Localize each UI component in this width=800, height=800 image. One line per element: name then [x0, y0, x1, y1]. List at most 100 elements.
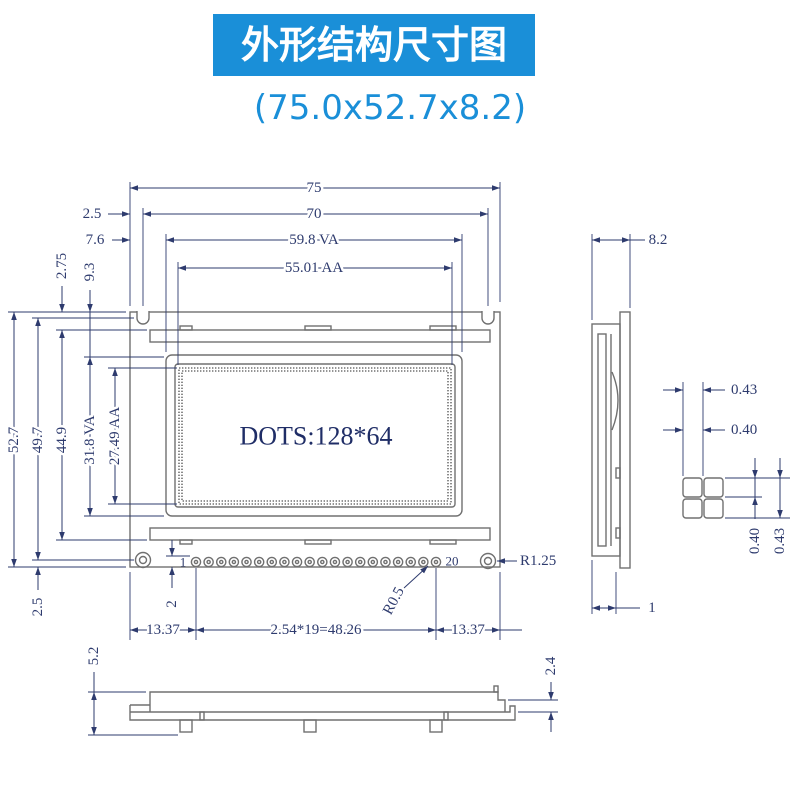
pin — [291, 556, 303, 568]
bottom-bar — [149, 527, 491, 545]
dim-label: 0.40 — [747, 528, 763, 554]
pcb-outline — [129, 311, 501, 568]
pad — [703, 498, 724, 519]
bottom-pin — [303, 719, 317, 733]
mounting-notch-top-right — [481, 311, 495, 325]
pin — [392, 556, 404, 568]
dim-label: 31.8 VA — [82, 415, 98, 465]
dim-pad-width: 0.43 — [663, 380, 760, 401]
dim-label: 5.2 — [86, 647, 102, 666]
side-view — [591, 311, 631, 569]
top-bar — [149, 325, 491, 343]
front-view: DOTS:128*64 1 20 — [129, 311, 501, 570]
dim-label: 2.75 — [54, 253, 70, 279]
dim-va-height: 31.8 VA — [80, 356, 164, 517]
dim-overall-height: 52.7 — [4, 311, 126, 568]
pin — [380, 556, 391, 568]
side-tab — [615, 467, 621, 479]
pin-last-label: 20 — [446, 554, 459, 569]
bottom-view — [129, 685, 516, 733]
dim-va-width: 59.8 VA — [165, 230, 463, 352]
module-body — [149, 691, 506, 712]
mounting-notch-top-left — [136, 311, 150, 325]
glass-panel — [597, 333, 607, 547]
dim-total-height: 5.2 — [84, 644, 178, 736]
pin — [304, 556, 315, 568]
pin — [253, 556, 265, 568]
pin — [215, 556, 227, 568]
pin — [342, 556, 353, 568]
dim-hole-offset-y: 2.5 — [28, 567, 49, 619]
title-banner: 外形结构尺寸图 — [213, 14, 535, 76]
dim-label: 0.40 — [731, 422, 757, 438]
mounting-hole-bottom-right — [479, 552, 497, 570]
pad — [703, 477, 724, 498]
dim-label: 44.9 — [54, 427, 70, 453]
side-tab — [615, 527, 621, 539]
dim-aa-width: 55.01 AA — [177, 258, 453, 365]
dim-label: R0.5 — [380, 585, 408, 618]
dim-label: 8.2 — [649, 232, 668, 248]
pin — [430, 556, 442, 568]
dim-label: 2 — [164, 600, 180, 608]
dim-label: 55.01 AA — [285, 260, 344, 276]
viewing-area-outline — [165, 354, 463, 517]
dim-label: 27.49 AA — [107, 407, 123, 466]
pin — [317, 556, 328, 568]
dim-va-offset-x: 7.6 — [83, 230, 130, 251]
dim-label: 49.7 — [30, 426, 46, 453]
pin — [418, 556, 429, 568]
active-area-outline — [178, 367, 452, 505]
dim-hole-offset-x: 2.5 — [80, 204, 130, 225]
dim-label: R1.25 — [520, 553, 556, 569]
dim-va-offset-y: 9.3 — [80, 260, 101, 357]
dim-label: 2.5 — [83, 206, 102, 222]
pin — [329, 556, 341, 568]
bottom-pin — [429, 719, 443, 733]
lcd-frame: DOTS:128*64 — [165, 354, 463, 517]
dim-label: 1 — [648, 600, 656, 616]
title-banner-background — [213, 14, 535, 76]
dim-label: 59.8 VA — [289, 232, 339, 248]
bottom-pcb — [129, 704, 516, 721]
callout-hole-radius: R1.25 — [497, 551, 559, 572]
dim-label: 9.3 — [82, 263, 98, 282]
pin — [190, 556, 202, 568]
dim-label: 2.5 — [30, 598, 46, 617]
pin — [279, 556, 290, 568]
body-tab — [493, 685, 499, 693]
dim-label: 75 — [307, 180, 322, 196]
dim-label: 52.7 — [6, 426, 22, 453]
dim-pin-height: 2.4 — [508, 654, 562, 732]
pin — [367, 556, 379, 568]
pin-first-label: 1 — [180, 555, 187, 570]
title: 外形结构尺寸图 — [241, 23, 507, 67]
frame-inner-edge — [174, 363, 456, 508]
dim-label: 13.37 — [451, 622, 485, 638]
dim-label: 7.6 — [86, 232, 105, 248]
body-clip — [443, 711, 449, 721]
dim-thickness: 8.2 — [591, 230, 670, 320]
dim-gap-height: 0.40 — [745, 458, 766, 557]
dim-label: 13.37 — [146, 622, 180, 638]
dim-bar-span-height: 44.9 — [52, 329, 147, 541]
dim-bar-offset-y: 2.75 — [52, 250, 73, 312]
dim-label: 0.43 — [731, 382, 757, 398]
dim-pad-height: 0.43 — [770, 458, 791, 557]
body-clip — [199, 711, 205, 721]
pin — [203, 556, 214, 568]
callout-pin-radius: R0.5 — [378, 565, 429, 620]
pin-detail — [682, 382, 790, 519]
dim-label: 2.54*19=48.26 — [271, 622, 362, 638]
dim-label: 70 — [307, 206, 322, 222]
dim-label: 0.43 — [772, 528, 788, 554]
backlight-bump — [611, 371, 619, 431]
dim-gap-width: 0.40 — [663, 420, 760, 441]
mounting-hole-bottom-left — [134, 551, 152, 569]
pin — [228, 556, 240, 568]
pad — [682, 477, 703, 498]
pin — [354, 556, 366, 568]
dim-hole-pitch-width: 70 — [142, 204, 489, 306]
display-resolution-text: DOTS:128*64 — [239, 422, 392, 451]
